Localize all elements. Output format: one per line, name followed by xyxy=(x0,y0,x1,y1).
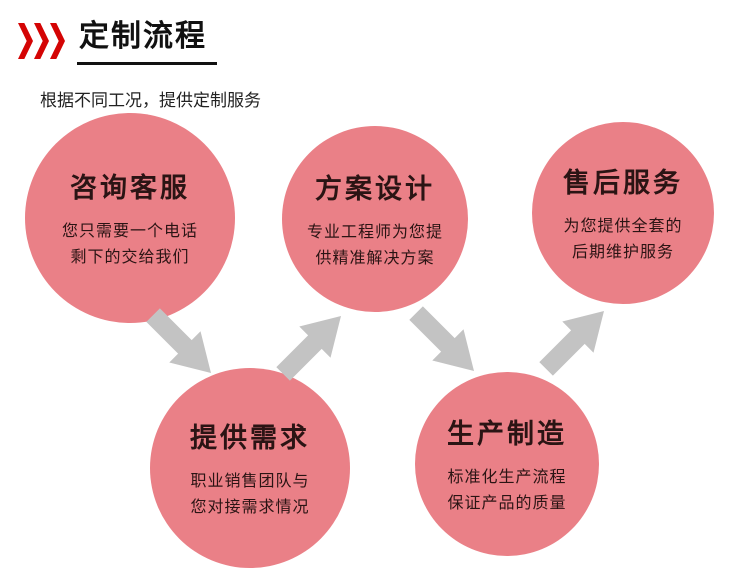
step-description-line: 您对接需求情况 xyxy=(190,498,310,516)
step-title: 生产制造 xyxy=(447,418,567,449)
page-title: 定制流程 xyxy=(79,19,207,54)
step-circle-manufacturing: 生产制造 标准化生产流程 保证产品的质量 xyxy=(415,372,599,556)
step-circle-aftersales: 售后服务 为您提供全套的 后期维护服务 xyxy=(532,122,714,304)
step-description-line: 保证产品的质量 xyxy=(447,494,567,512)
step-description: 标准化生产流程 保证产品的质量 xyxy=(447,465,566,516)
step-description: 您只需要一个电话 剩下的交给我们 xyxy=(62,219,198,270)
flow-arrow-down-right-icon xyxy=(399,296,491,388)
step-description-line: 后期维护服务 xyxy=(571,243,674,261)
step-description-line: 为您提供全套的 xyxy=(563,217,683,235)
step-description-line: 职业销售团队与 xyxy=(190,472,310,490)
step-description-line: 剩下的交给我们 xyxy=(70,248,190,266)
step-circle-requirements: 提供需求 职业销售团队与 您对接需求情况 xyxy=(150,368,350,568)
chevron-right-icon xyxy=(18,23,33,59)
step-circle-consult: 咨询客服 您只需要一个电话 剩下的交给我们 xyxy=(25,113,235,323)
step-title: 售后服务 xyxy=(563,167,683,198)
step-description-line: 专业工程师为您提 xyxy=(306,223,443,241)
step-title: 方案设计 xyxy=(315,173,435,204)
step-title: 提供需求 xyxy=(190,422,310,453)
step-circle-design: 方案设计 专业工程师为您提 供精准解决方案 xyxy=(282,126,468,312)
step-description-line: 标准化生产流程 xyxy=(447,468,567,486)
triple-chevron-icon xyxy=(18,23,65,59)
chevron-right-icon xyxy=(34,23,49,59)
step-description-line: 您只需要一个电话 xyxy=(61,222,198,240)
chevron-right-icon xyxy=(50,23,65,59)
step-description-line: 供精准解决方案 xyxy=(315,249,435,267)
flow-arrow-up-right-icon xyxy=(529,294,621,386)
subtitle: 根据不同工况，提供定制服务 xyxy=(40,91,261,111)
step-description: 为您提供全套的 后期维护服务 xyxy=(563,214,682,265)
step-description: 专业工程师为您提 供精准解决方案 xyxy=(307,220,443,271)
header: 定制流程 xyxy=(18,20,217,65)
title-underline: 定制流程 xyxy=(77,20,217,65)
step-title: 咨询客服 xyxy=(70,172,190,203)
step-description: 职业销售团队与 您对接需求情况 xyxy=(190,469,309,520)
